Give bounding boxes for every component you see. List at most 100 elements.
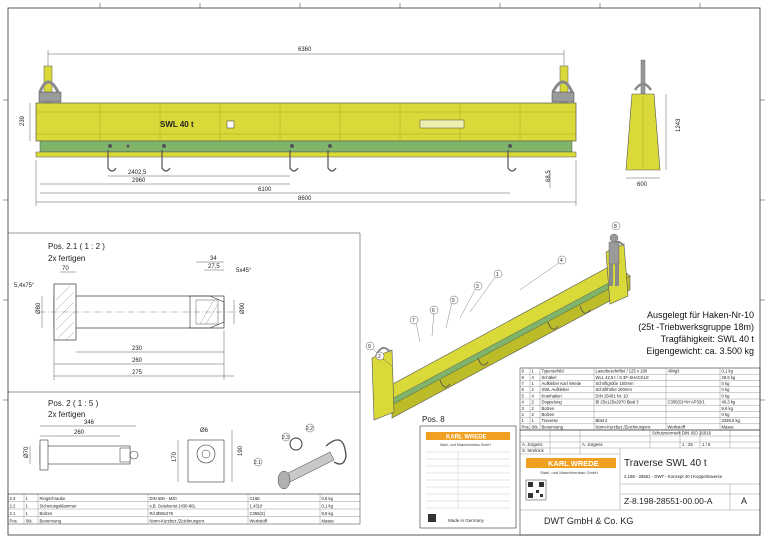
balloon-1: 1 <box>496 272 499 278</box>
pos-8-logo <box>426 432 510 440</box>
drawing-frame <box>7 7 761 536</box>
parts-header-cell: Werkstoff <box>668 424 686 429</box>
crane-hooks <box>107 150 517 172</box>
dim-pitch-3: 6100 <box>258 187 272 193</box>
tb-company-logo <box>526 458 616 468</box>
pin-shaft <box>39 445 131 465</box>
parts-header-cell: Masse <box>322 518 335 523</box>
dim-21-70: 70 <box>62 266 69 272</box>
pos-8-brand-sub: Stahl- und Maschinenbau GmbH <box>440 443 491 447</box>
parts-cell: Aufkleber Karl Wrede <box>542 381 582 386</box>
balloon-2-2: 2.2 <box>306 426 313 432</box>
detail-2-subtitle: 2x fertigen <box>48 410 85 419</box>
parts-cell: 2.2 <box>10 503 16 508</box>
dim-side-height: 1243 <box>676 118 682 132</box>
parts-cell: 2.1 <box>10 511 16 516</box>
parts-cell: 2 <box>532 387 535 392</box>
parts-header-cell: Norm-Kurzbez./Zeichnungsnr. <box>150 518 206 523</box>
right-lifting-lug <box>551 65 575 103</box>
annotation-line-1: Ausgelegt für Haken-Nr-10 <box>647 310 754 320</box>
parts-cell: 1 <box>26 496 29 501</box>
parts-cell: DIN 580 - M20 <box>150 496 178 501</box>
parts-cell: 9,6 kg <box>722 406 734 411</box>
dim-2-346: 346 <box>84 420 95 426</box>
dim-pitch-2: 2960 <box>132 178 146 184</box>
dim-height-left: 239 <box>20 115 26 126</box>
tb-company-sub: Stahl- und Maschinenbau GmbH <box>540 470 598 475</box>
balloon-2: 2 <box>378 354 381 360</box>
parts-cell: 0,1 kg <box>722 369 734 374</box>
parts-cell: 1 <box>26 503 29 508</box>
tb-person-2: S. Strelnick <box>522 448 545 453</box>
load-annotation: Ausgelegt für Haken-Nr-10 (25t -Triebwer… <box>638 310 754 356</box>
parts-cell: Bolzen <box>40 511 53 516</box>
parts-cell: 5 <box>522 393 525 398</box>
detail-pos-2: Pos. 2 ( 1 : 5 ) 2x fertigen 346 260 Ø70… <box>8 233 361 494</box>
tb-standard: Schutzvermerk DIN ISO 16016 <box>652 431 712 436</box>
dim-side-width: 600 <box>637 182 648 188</box>
parts-cell: C15E <box>250 496 261 501</box>
parts-cell: Sicherungsklammer <box>40 503 78 508</box>
balloon-7: 7 <box>412 318 415 324</box>
dim-21-chamfer-right: 5x45° <box>236 268 252 274</box>
parts-cell: Doppelung <box>542 400 563 405</box>
dim-total-top: 6360 <box>298 47 312 53</box>
tb-drawing-title: Traverse SWL 40 t <box>624 458 707 469</box>
parts-cell: 1 <box>522 418 525 423</box>
parts-header-cell: Pos. <box>522 424 530 429</box>
parts-cell: Kranhaken <box>542 393 563 398</box>
tb-scale: 1 : 25 <box>682 442 693 447</box>
balloon-8: 8 <box>614 224 617 230</box>
dim-21-230: 230 <box>132 346 143 352</box>
dim-21-34: 34 <box>210 256 217 262</box>
balloon-2-1: 2.1 <box>254 460 261 466</box>
person-scale-figure <box>608 233 620 286</box>
parts-cell: Laserbeschriftet / 125 x 180 <box>596 369 648 374</box>
parts-cell: 7 <box>522 381 525 386</box>
parts-cell: AlMg3 <box>668 369 681 374</box>
dim-21-27: 27,5 <box>208 264 220 270</box>
tb-person-1: A. Jürgens <box>522 442 543 447</box>
parts-cell: 4 <box>532 375 535 380</box>
tb-person-3: A. Jürgens <box>582 442 603 447</box>
doubler-plate <box>39 140 573 153</box>
swl-label: SWL 40 t <box>160 120 194 129</box>
side-view: 1243 600 <box>625 59 682 188</box>
parts-header-cell: Stk. <box>26 518 33 523</box>
parts-cell: 0 kg <box>722 387 731 392</box>
balloon-4: 4 <box>560 258 563 264</box>
parts-cell: DIN 15401 Nr. 10 <box>596 393 629 398</box>
dim-2-phi6: Ø6 <box>200 428 209 434</box>
tb-client: DWT GmbH & Co. KG <box>544 516 633 526</box>
parts-cell: 2 <box>532 412 535 417</box>
tb-drawing-no: Z-8.198-28551-00.00-A <box>624 496 713 506</box>
balloon-6: 6 <box>432 308 435 314</box>
balloon-3: 3 <box>476 284 479 290</box>
parts-cell: 0,6 kg <box>322 496 334 501</box>
detail-2-title: Pos. 2 ( 1 : 5 ) <box>48 399 99 408</box>
parts-cell: 40,3 kg <box>722 400 736 405</box>
pos-8-made-in: Made in Germany <box>448 518 485 523</box>
parts-cell: 6 <box>522 387 525 392</box>
detail-21-title: Pos. 2.1 ( 1 : 2 ) <box>48 242 105 251</box>
annotation-line-4: Eigengewicht: ca. 3.500 kg <box>646 346 754 356</box>
parts-header-cell: Werkstoff <box>250 518 268 523</box>
parts-cell: 0,1 kg <box>322 503 334 508</box>
parts-header-cell: Masse <box>722 424 735 429</box>
parts-cell: Blatt 2 <box>596 418 609 423</box>
dim-2-190: 190 <box>238 445 244 456</box>
parts-cell: Traverse <box>542 418 559 423</box>
parts-cell: 9 <box>522 369 525 374</box>
dim-2-170: 170 <box>172 451 178 462</box>
parts-cell: 8,8 kg <box>322 511 334 516</box>
parts-cell: SWL Aufkleber <box>542 387 570 392</box>
dim-pitch-1: 2402,5 <box>128 170 147 176</box>
parts-cell: 2 <box>522 412 525 417</box>
parts-cell: 2.3 <box>10 496 16 501</box>
parts-cell: 2 <box>532 406 535 411</box>
tb-sheet: 1 / 5 <box>702 442 711 447</box>
isometric-view: 4 1 3 5 6 7 9 2 8 <box>365 221 631 421</box>
pin-end-view <box>187 439 225 483</box>
